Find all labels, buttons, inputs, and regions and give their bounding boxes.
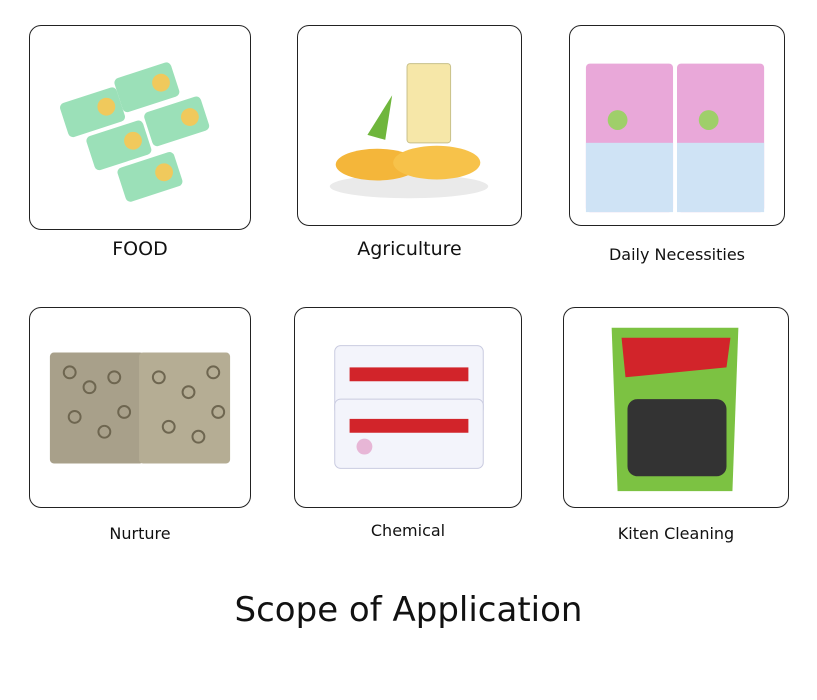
- agriculture-image-card: [297, 25, 522, 226]
- food-image-card: [29, 25, 251, 230]
- category-label-kiten-cleaning: Kiten Cleaning: [617, 524, 735, 543]
- category-label-chemical: Chemical: [370, 521, 446, 540]
- corn-package-image: [329, 63, 489, 199]
- soap-package-image: [334, 345, 484, 469]
- scouring-pad-package-image: [611, 327, 739, 492]
- category-label-nurture: Nurture: [109, 524, 171, 543]
- daily-necessities-image-card: [569, 25, 785, 226]
- chemical-image-card: [294, 307, 522, 508]
- food-package-image: [60, 62, 210, 202]
- sponge-package-image: [585, 63, 765, 213]
- kiten-cleaning-image-card: [563, 307, 789, 508]
- nurture-package-image: [49, 352, 231, 464]
- nurture-image-card: [29, 307, 251, 508]
- category-label-daily-necessities: Daily Necessities: [608, 245, 746, 264]
- category-label-food: FOOD: [112, 238, 168, 260]
- category-label-agriculture: Agriculture: [357, 238, 462, 260]
- page-title: Scope of Application: [234, 590, 583, 630]
